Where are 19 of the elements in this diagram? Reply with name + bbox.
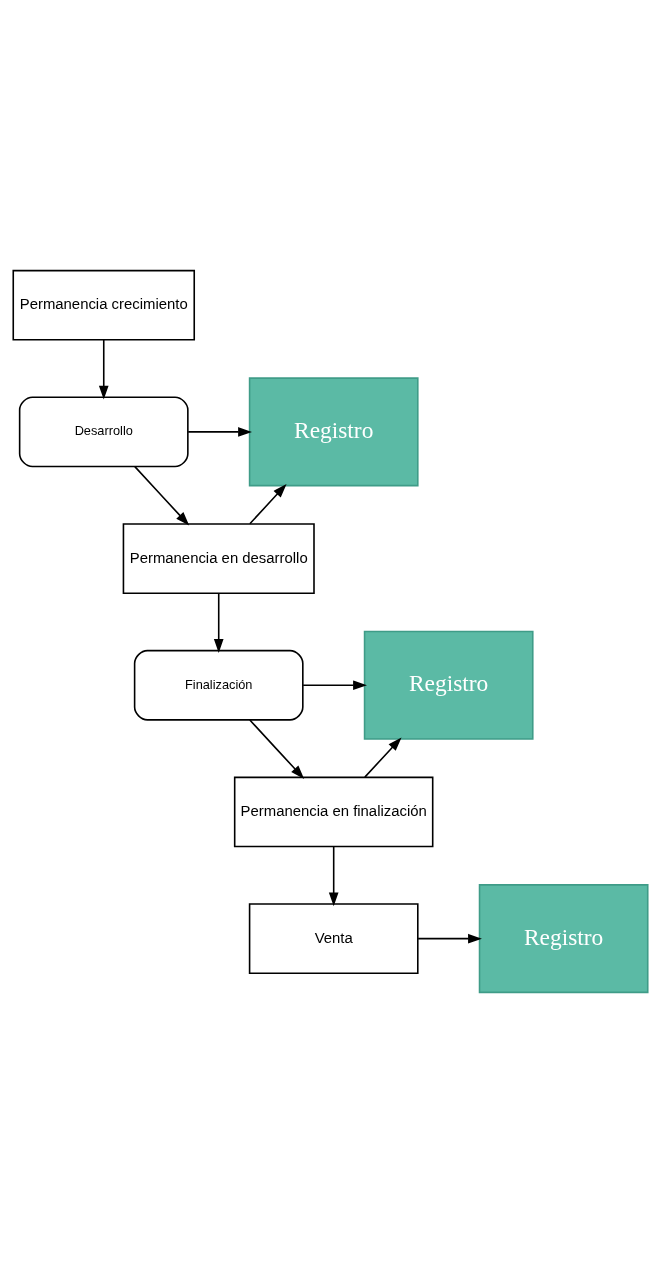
arrow xyxy=(213,592,224,653)
arrow xyxy=(416,933,482,944)
arrow xyxy=(186,427,252,437)
node-box: Registro xyxy=(363,630,534,740)
arrow xyxy=(328,845,339,907)
node-box: Permanencia crecimiento xyxy=(11,269,195,341)
node-box: Venta xyxy=(248,903,419,975)
arrow xyxy=(248,719,304,779)
arrow xyxy=(98,339,109,400)
arrow xyxy=(301,680,367,691)
node-box: Finalización xyxy=(133,649,304,721)
arrow xyxy=(363,737,402,778)
node-box: Registro xyxy=(478,884,649,994)
node-box: Desarrollo xyxy=(18,396,189,468)
node-box: Registro xyxy=(248,377,419,487)
arrow xyxy=(133,465,189,526)
node-box: Permanencia en desarrollo xyxy=(122,523,315,594)
arrow xyxy=(248,484,287,525)
node-box: Permanencia en finalización xyxy=(233,776,433,848)
